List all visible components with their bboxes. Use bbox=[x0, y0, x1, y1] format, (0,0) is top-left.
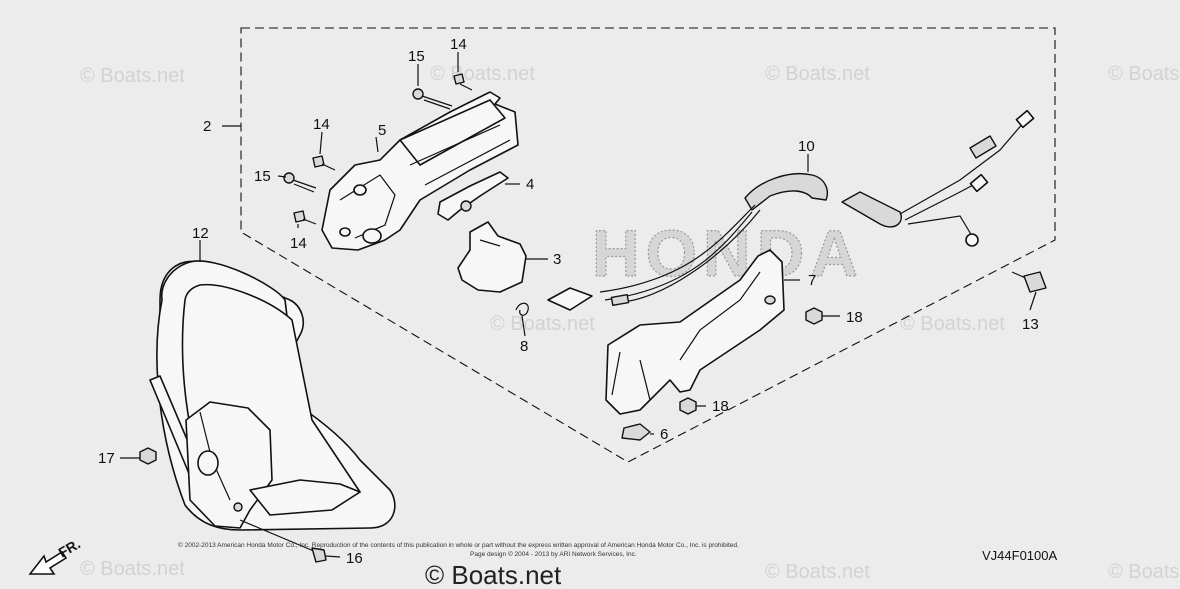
callout-7: 7 bbox=[808, 272, 816, 289]
nut-part bbox=[679, 397, 697, 415]
watermark: © Boats.net bbox=[765, 63, 870, 85]
callout-14: 14 bbox=[313, 116, 330, 133]
copyright-notice: © 2002-2013 American Honda Motor Co., In… bbox=[178, 541, 739, 549]
watermark: © Boats.net bbox=[900, 313, 1005, 335]
front-direction-arrow: FR. bbox=[28, 535, 83, 575]
screw-part bbox=[312, 155, 336, 171]
leader-lines bbox=[120, 52, 1037, 558]
screw-part bbox=[293, 210, 317, 225]
watermark: © Boats.net bbox=[80, 65, 185, 87]
callout-labels: 2 3 4 5 6 7 8 10 12 13 14 14 14 15 15 16… bbox=[98, 36, 1039, 567]
bolt-part bbox=[412, 88, 453, 110]
callout-17: 17 bbox=[98, 450, 115, 467]
watermark: © Boats.net bbox=[1108, 63, 1180, 85]
bolt-part bbox=[283, 172, 317, 193]
watermark: © Boats.net bbox=[430, 63, 535, 85]
callout-12: 12 bbox=[192, 225, 209, 242]
nut-part bbox=[139, 447, 157, 465]
screw-part bbox=[453, 73, 473, 91]
callout-16: 16 bbox=[346, 550, 363, 567]
callout-8: 8 bbox=[520, 338, 528, 355]
watermark: © Boats.net bbox=[80, 558, 185, 580]
callout-14: 14 bbox=[290, 235, 307, 252]
assembly-boundary bbox=[240, 27, 1056, 463]
bolt-part bbox=[1011, 271, 1047, 293]
lever-part bbox=[457, 221, 527, 293]
callout-6: 6 bbox=[660, 426, 668, 443]
honda-logo-mark: HONDA bbox=[592, 216, 864, 290]
figure-code: VJ44F0100A bbox=[982, 548, 1057, 563]
watermark: © Boats.net bbox=[1108, 561, 1180, 583]
loop-handle-part bbox=[149, 260, 396, 531]
lower-handle-housing-part bbox=[605, 249, 785, 415]
watermark-layer: © Boats.net © Boats.net © Boats.net © Bo… bbox=[80, 63, 1180, 589]
watermark: © Boats.net bbox=[765, 561, 870, 583]
callout-15: 15 bbox=[254, 168, 271, 185]
callout-14: 14 bbox=[450, 36, 467, 53]
callout-18: 18 bbox=[712, 398, 729, 415]
callout-5: 5 bbox=[378, 122, 386, 139]
callout-15: 15 bbox=[408, 48, 425, 65]
throttle-cable-part bbox=[547, 109, 1035, 311]
callout-10: 10 bbox=[798, 138, 815, 155]
watermark: © Boats.net bbox=[490, 313, 595, 335]
spring-part bbox=[515, 302, 529, 316]
callout-2: 2 bbox=[203, 118, 211, 135]
callout-3: 3 bbox=[553, 251, 561, 268]
callout-13: 13 bbox=[1022, 316, 1039, 333]
callout-4: 4 bbox=[526, 176, 534, 193]
bolt-part bbox=[239, 519, 327, 563]
callout-18: 18 bbox=[846, 309, 863, 326]
pad-part bbox=[621, 423, 651, 441]
watermark-bottom: © Boats.net bbox=[425, 560, 562, 589]
page-design-notice: Page design © 2004 - 2013 by ARI Network… bbox=[470, 550, 637, 558]
nut-part bbox=[805, 307, 823, 325]
handle-housing-part bbox=[321, 91, 519, 251]
throttle-lever-part bbox=[437, 171, 509, 221]
